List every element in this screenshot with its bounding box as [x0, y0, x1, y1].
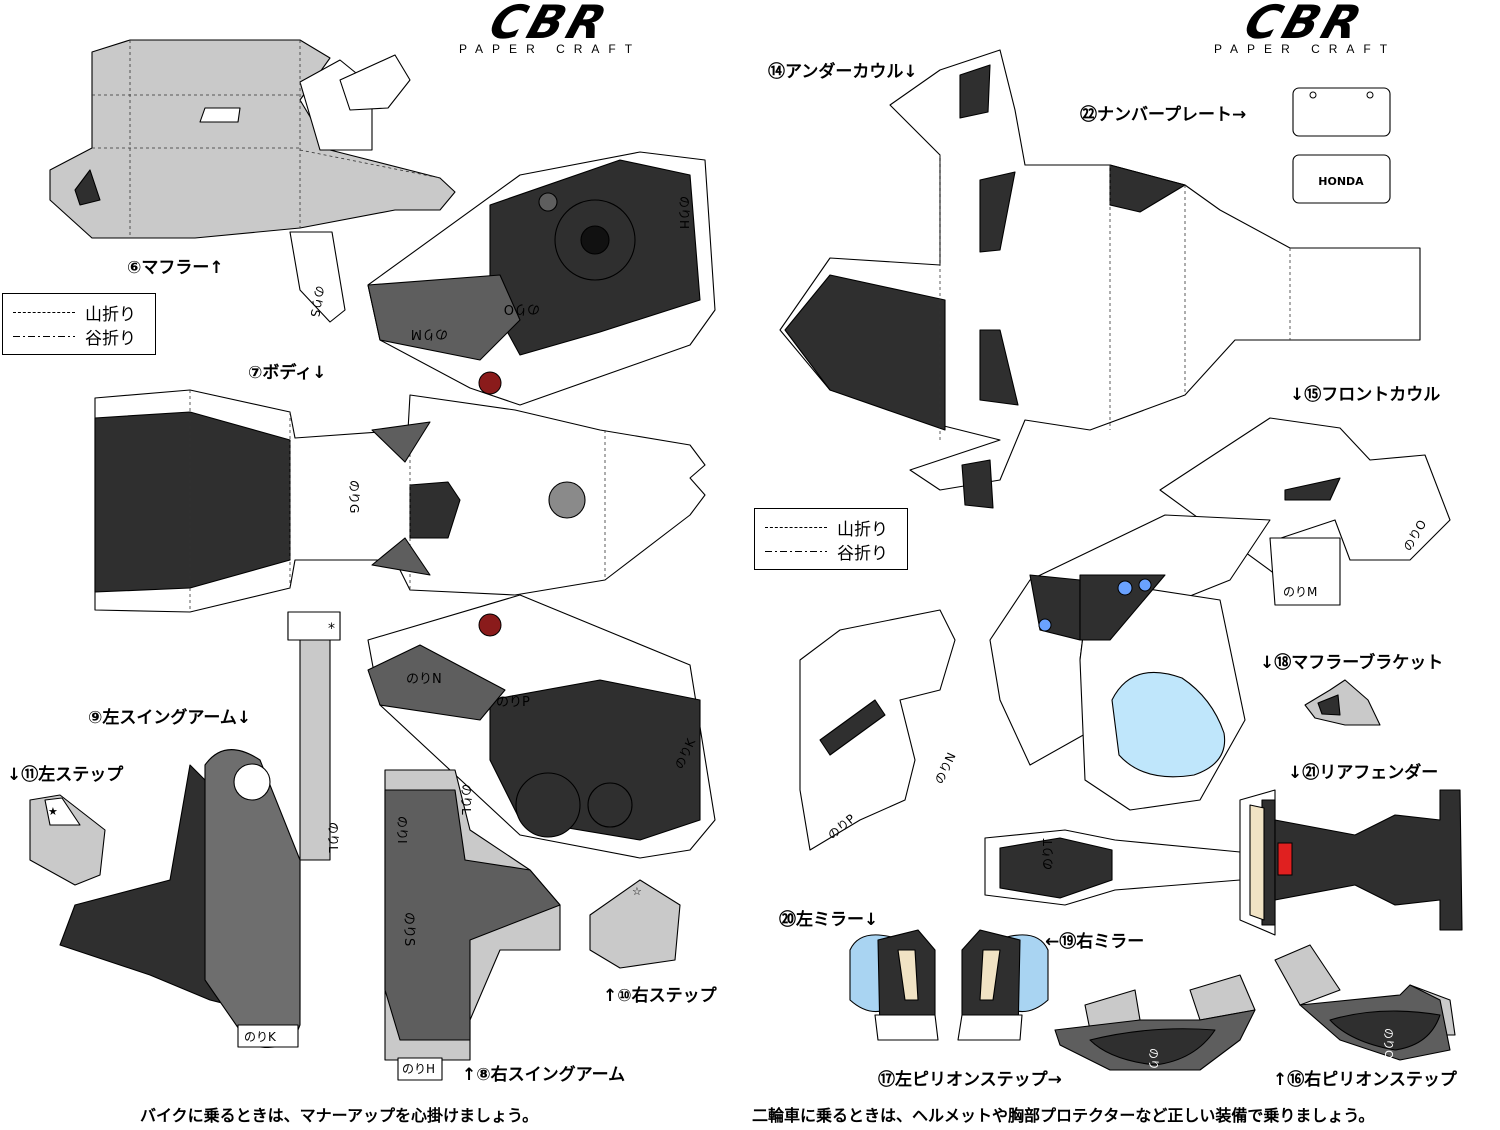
- svg-text:★: ★: [48, 805, 58, 818]
- glue-tab-label: のりO: [504, 301, 540, 316]
- right-pillion-step-part: のりO: [1274, 944, 1456, 1061]
- cbr-logo-right: CBR PAPER CRAFT: [1135, 0, 1475, 56]
- label-right-step: ↑⑩右ステップ: [603, 986, 717, 1006]
- valley-fold-label: 谷折り: [85, 328, 136, 349]
- glue-tab-label: のりS: [308, 284, 327, 318]
- label-body: ⑦ボディ↓: [248, 363, 327, 383]
- mountain-fold-line: [13, 311, 75, 313]
- label-left-step: ↓⑪左ステップ: [7, 765, 124, 785]
- label-muffler: ⑥マフラー↑: [127, 258, 224, 278]
- right-swingarm-part: のりH のりS のりI のりL: [384, 769, 561, 1081]
- valley-fold-label: 谷折り: [837, 543, 888, 564]
- glue-tab-label: のりG: [347, 480, 361, 513]
- label-front-cowl: ↓⑮フロントカウル: [1290, 385, 1441, 405]
- glue-tab-label: のりH: [677, 196, 691, 229]
- valley-fold-line: [765, 550, 827, 552]
- label-left-pillion-step: ⑰左ピリオンステップ→: [878, 1070, 1062, 1090]
- glue-tab-label: のりM: [411, 326, 448, 341]
- glue-tab-label: のりH: [402, 1062, 435, 1076]
- glue-tab-label: のりN: [406, 672, 442, 687]
- label-under-cowl: ⑭アンダーカウル↓: [768, 62, 918, 82]
- glue-tab-label: のりR: [1147, 1048, 1160, 1078]
- left-swingarm-part: * のりK のりL: [59, 611, 341, 1049]
- cbr-logo-left: CBR PAPER CRAFT: [380, 0, 720, 56]
- muffler-part: のりS: [49, 39, 456, 323]
- svg-text:☆: ☆: [632, 885, 642, 898]
- glue-tab-label: のりN: [932, 750, 959, 786]
- glue-tab-label: のりK: [244, 1030, 277, 1044]
- fold-legend-right: 山折り 谷折り: [754, 508, 908, 570]
- left-pillion-step-part: のりR: [1054, 974, 1256, 1078]
- glue-tab-label: のりL: [459, 784, 473, 815]
- footer-right-notice: 二輪車に乗るときは、ヘルメットや胸部プロテクターなど正しい装備で乗りましょう。: [752, 1106, 1375, 1125]
- under-cowl-part: [779, 49, 1421, 509]
- label-muffler-bracket: ↓⑱マフラーブラケット: [1260, 653, 1444, 673]
- label-left-mirror: ⑳左ミラー↓: [779, 910, 879, 930]
- footer-left-notice: バイクに乗るときは、マナーアップを心掛けましょう。: [140, 1106, 539, 1125]
- mountain-fold-line: [765, 526, 827, 528]
- left-mirror-part: [849, 929, 939, 1041]
- glue-tab-label: のりM: [1283, 585, 1317, 599]
- rear-fender-part: のりT: [984, 789, 1463, 936]
- right-mirror-part: [957, 929, 1049, 1041]
- left-step-part: ★: [29, 794, 106, 886]
- muffler-bracket-part: [1304, 679, 1381, 726]
- label-rear-fender: ↓㉑リアフェンダー: [1288, 763, 1439, 783]
- plate-honda-text: HONDA: [1318, 175, 1364, 188]
- label-right-mirror: ←⑲右ミラー: [1045, 932, 1145, 952]
- label-right-swingarm: ↑⑧右スイングアーム: [462, 1065, 626, 1085]
- logo-subtitle: PAPER CRAFT: [1213, 42, 1397, 56]
- mountain-fold-label: 山折り: [85, 304, 136, 325]
- label-right-pillion-step: ↑⑯右ピリオンステップ: [1273, 1070, 1457, 1090]
- glue-tab-label: のりL: [326, 822, 340, 853]
- right-step-part: ☆: [589, 879, 681, 969]
- label-left-swingarm: ⑨左スイングアーム↓: [88, 708, 252, 728]
- glue-tab-label: のりS: [401, 912, 416, 946]
- body-part: のりG のりM のりO のりH のりN のりP のりK: [94, 151, 716, 859]
- glue-tab-label: のりP: [496, 695, 530, 710]
- valley-fold-line: [13, 335, 75, 337]
- number-plate-part: HONDA: [1292, 87, 1391, 204]
- svg-text:*: *: [328, 621, 335, 637]
- mountain-fold-label: 山折り: [837, 519, 888, 540]
- glue-tab-label: のりT: [1041, 838, 1055, 870]
- front-cowl-part: のりM のりO のりP のりN: [799, 417, 1451, 851]
- logo-subtitle: PAPER CRAFT: [458, 42, 642, 56]
- glue-tab-label: のりO: [1382, 1028, 1395, 1059]
- label-number-plate: ㉒ナンバープレート→: [1080, 105, 1247, 125]
- glue-tab-label: のりI: [395, 816, 409, 844]
- fold-legend-left: 山折り 谷折り: [2, 293, 156, 355]
